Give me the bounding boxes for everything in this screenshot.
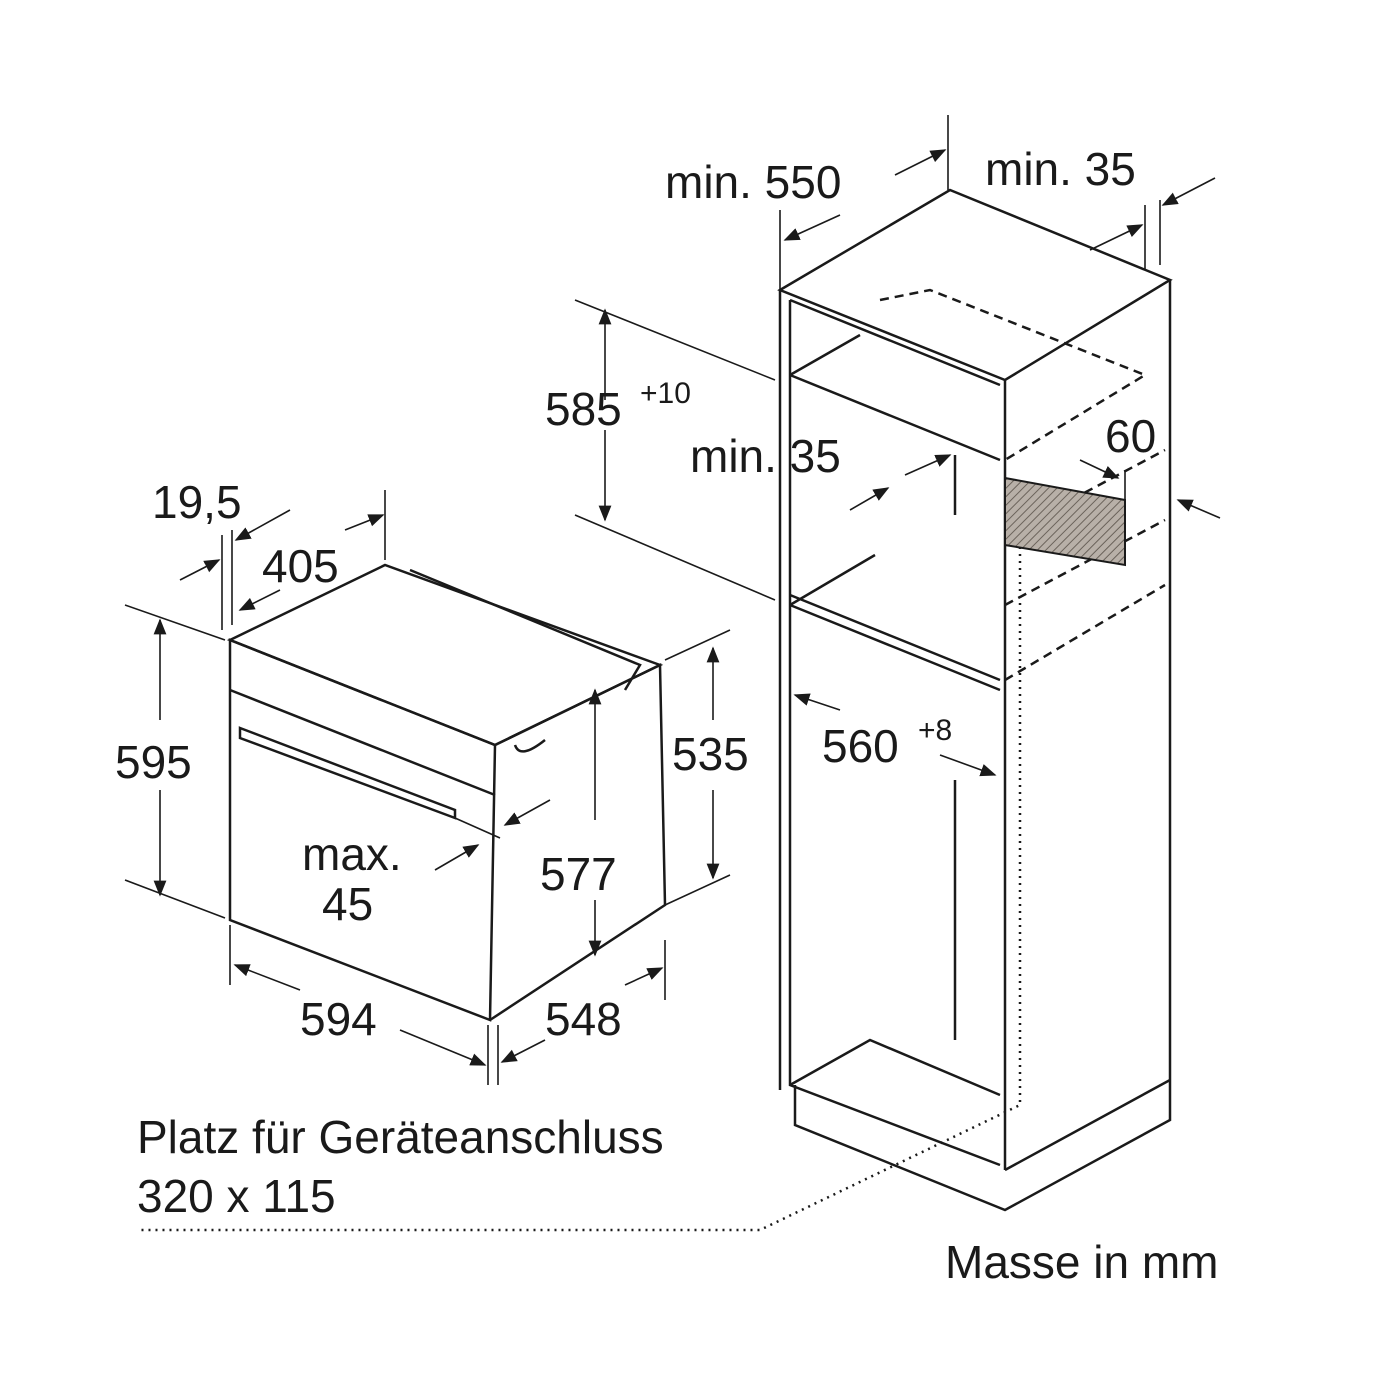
label-niche-height-tolerance: +10 <box>640 377 691 410</box>
label-front-panel-depth: 19,5 <box>152 476 242 528</box>
label-side-height: 535 <box>672 728 749 780</box>
label-cabinet-depth: min. 550 <box>665 156 841 208</box>
label-niche-height: 585 <box>545 383 622 435</box>
label-niche-width-tolerance: +8 <box>918 714 952 747</box>
ventilation-hatch <box>1004 476 1126 567</box>
label-oven-depth: 548 <box>545 993 622 1045</box>
cabinet <box>140 188 1173 1232</box>
oven-handle <box>238 726 457 820</box>
connection-size: 320 x 115 <box>137 1170 336 1222</box>
label-niche-width: 560 <box>822 720 899 772</box>
label-inner-height: 577 <box>540 848 617 900</box>
dimension-lines <box>124 115 1221 1085</box>
units-note: Masse in mm <box>945 1236 1218 1288</box>
connection-note: Platz für Geräteanschluss <box>137 1111 664 1163</box>
label-top-offset: 405 <box>262 540 339 592</box>
label-oven-height: 595 <box>115 736 192 788</box>
label-rear-gap: 60 <box>1105 410 1156 462</box>
label-oven-width: 594 <box>300 993 377 1045</box>
label-vent-gap: min. 35 <box>690 430 841 482</box>
label-handle-max-value: 45 <box>322 878 373 930</box>
oven <box>226 563 667 1022</box>
label-cabinet-top-gap: min. 35 <box>985 143 1136 195</box>
label-handle-max: max. <box>302 828 402 880</box>
